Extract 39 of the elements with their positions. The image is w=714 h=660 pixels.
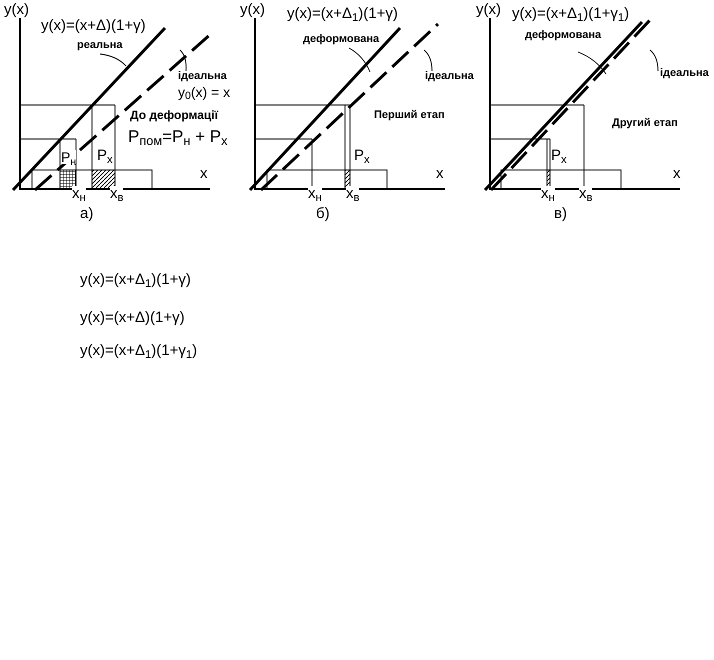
panel-label: а) bbox=[80, 206, 94, 221]
stage-caption: Перший етап bbox=[374, 110, 445, 121]
area-label: P$_{x}$ bbox=[97, 148, 113, 163]
formula: y(x)=(x+Δ$_{1}$)(1+γ) bbox=[287, 6, 398, 21]
leader-line bbox=[348, 48, 370, 72]
tick-label: x$_{в}$ bbox=[110, 186, 124, 201]
tick-label: x$_{н}$ bbox=[308, 186, 322, 201]
formula: y(x)=(x+Δ$_{1}$)(1+γ$_{1}$) bbox=[80, 343, 198, 358]
formula: y(x)=(x+Δ$_{1}$)(1+γ) bbox=[80, 272, 191, 287]
curve-label: ідеальна bbox=[660, 67, 709, 81]
formula: y$_{0}$(x) = x bbox=[178, 84, 230, 102]
leader-line bbox=[180, 50, 187, 72]
axis-label: y(x) bbox=[476, 2, 501, 17]
tick-label: x$_{н}$ bbox=[72, 186, 86, 201]
stage-caption: Другий етап bbox=[612, 118, 678, 129]
formula: y(x)=(x+Δ)(1+γ) bbox=[80, 310, 185, 325]
formula: y(x)=(x+Δ)(1+γ) bbox=[41, 18, 146, 33]
panel-label: в) bbox=[554, 206, 567, 221]
curve-label: ідеальна bbox=[425, 70, 474, 84]
tick-label: x$_{н}$ bbox=[541, 186, 555, 201]
axis-label: y(x) bbox=[240, 2, 265, 17]
curve-label: деформована bbox=[303, 33, 380, 47]
formula: P$_{пом}$=P$_{н}$ + P$_{x}$ bbox=[128, 128, 228, 145]
leader-line bbox=[424, 50, 432, 72]
tick-label: x$_{в}$ bbox=[579, 186, 592, 201]
stage-caption: До деформації bbox=[130, 109, 218, 121]
area-label: P$_{x}$ bbox=[354, 148, 370, 163]
area-label: P$_{н}$ bbox=[61, 150, 76, 164]
curve-label: деформована bbox=[525, 29, 602, 43]
leader-line bbox=[578, 52, 606, 74]
panel-label: б) bbox=[316, 206, 330, 221]
curve-label: ідеальна bbox=[178, 70, 228, 84]
curve-label: реальна bbox=[77, 39, 122, 53]
leader-line bbox=[100, 54, 126, 66]
leader-line bbox=[650, 50, 658, 72]
formula: y(x)=(x+Δ$_{1}$)(1+γ$_{1}$) bbox=[512, 6, 630, 21]
tick-label: x$_{в}$ bbox=[346, 186, 360, 201]
axis-label: y(x) bbox=[4, 2, 29, 17]
area-label: P$_{x}$ bbox=[551, 148, 567, 163]
